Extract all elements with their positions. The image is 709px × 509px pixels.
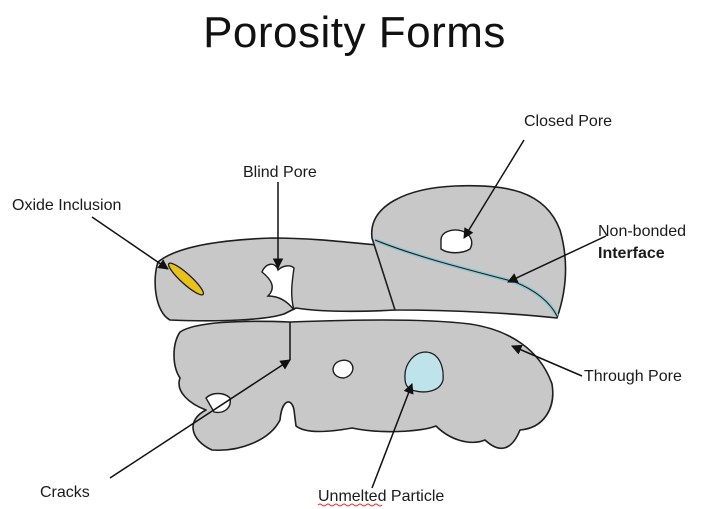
upper-right-splat <box>372 186 566 318</box>
label-non-bonded: Non-bonded <box>598 223 686 240</box>
label-interface: Interface <box>598 245 665 262</box>
label-blind-pore: Blind Pore <box>243 164 317 181</box>
arrow-oxide <box>92 217 168 269</box>
label-oxide-inclusion: Oxide Inclusion <box>12 197 121 214</box>
label-unmelted-particle: Unmelted Particle <box>318 488 444 505</box>
label-closed-pore: Closed Pore <box>524 113 612 130</box>
lower-splat <box>174 320 553 450</box>
label-through-pore: Through Pore <box>584 368 682 385</box>
label-cracks: Cracks <box>40 484 90 501</box>
small-pore <box>333 360 353 378</box>
